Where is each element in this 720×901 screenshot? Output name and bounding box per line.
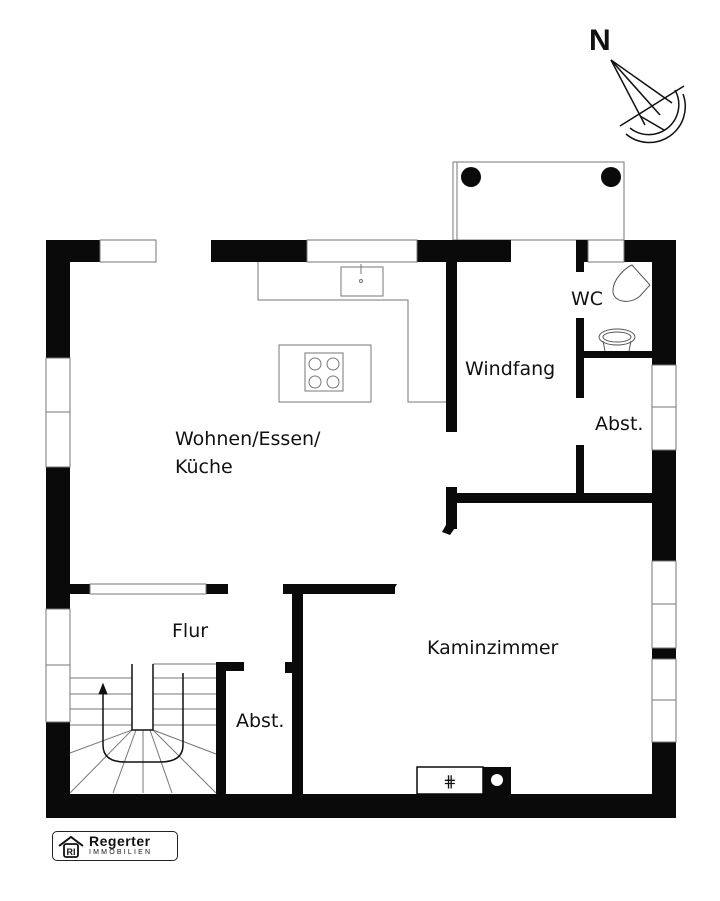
room-label-abst-left: Abst. <box>236 710 285 732</box>
room-label-flur: Flur <box>172 620 209 642</box>
washbasin-icon <box>598 328 636 352</box>
room-label-kaminzimmer: Kaminzimmer <box>427 637 559 659</box>
svg-text:⋕: ⋕ <box>443 772 456 791</box>
room-label-wohnen: Wohnen/Essen/ Küche <box>175 427 320 479</box>
kitchen-sink-icon <box>340 266 384 297</box>
room-label-wohnen-line2: Küche <box>175 456 233 478</box>
kitchen-counter <box>257 262 446 403</box>
room-label-abst-right: Abst. <box>595 413 644 435</box>
room-label-wohnen-line1: Wohnen/Essen/ <box>175 428 321 450</box>
room-label-wc: WC <box>571 288 604 310</box>
logo-name: Regerter <box>89 833 151 849</box>
house-logo-icon: RI <box>58 835 84 858</box>
walls <box>46 240 676 818</box>
fireplace-icon: ⋕ <box>416 766 503 795</box>
north-arrow-icon <box>610 59 686 144</box>
cooktop-icon <box>278 344 372 403</box>
svg-text:RI: RI <box>67 847 76 857</box>
compass-label: N <box>589 24 611 57</box>
entrance-canopy <box>452 161 625 241</box>
room-label-windfang: Windfang <box>465 358 556 380</box>
company-logo: RI Regerter IMMOBILIEN <box>52 831 178 861</box>
staircase-icon <box>69 663 217 794</box>
logo-subtitle: IMMOBILIEN <box>89 849 153 856</box>
toilet-icon <box>612 264 651 302</box>
windows <box>45 162 677 743</box>
